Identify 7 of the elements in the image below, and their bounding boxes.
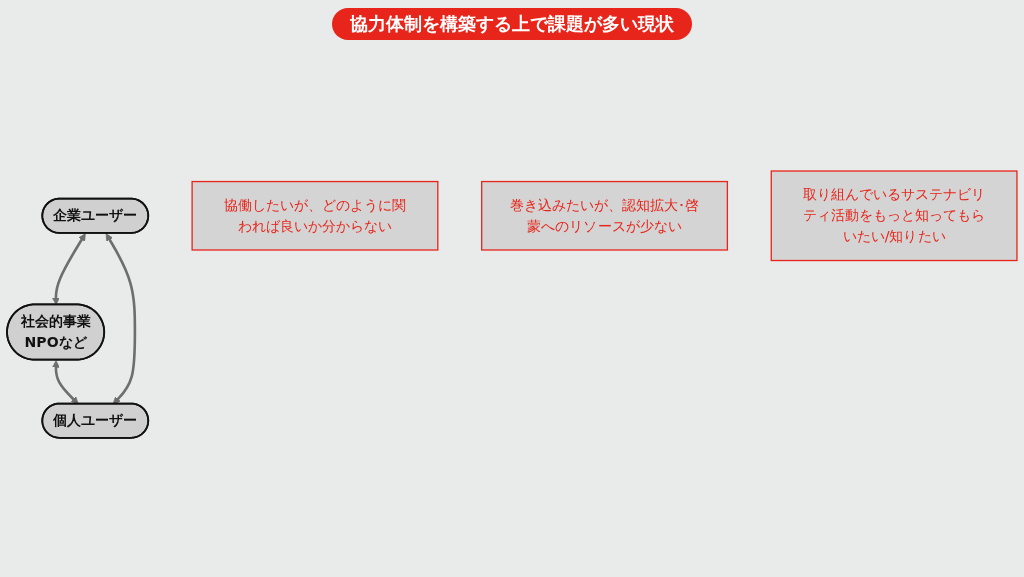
node-box: 協働したいが、どのように関われば良いか分からない xyxy=(191,180,439,251)
node-box: 巻き込みたいが、認知拡大･啓蒙へのリソースが少ない xyxy=(481,180,729,251)
node-box: 取り組んでいるサステナビリティ活動をもっと知ってもらいたい/知りたい xyxy=(770,169,1018,261)
arrow xyxy=(105,232,137,404)
title-banner: 協力体制を構築する上で課題が多い現状 xyxy=(332,8,692,40)
arrow xyxy=(52,232,86,305)
arrow xyxy=(52,359,79,404)
